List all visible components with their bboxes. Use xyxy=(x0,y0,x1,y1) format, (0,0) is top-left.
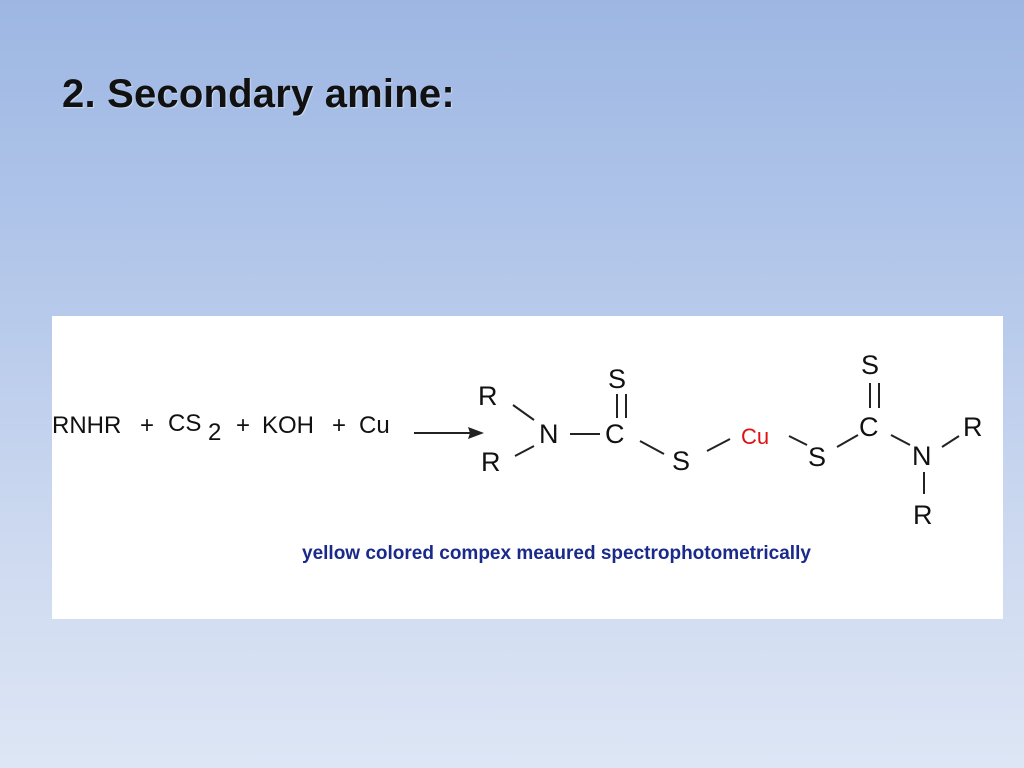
reaction-caption: yellow colored compex meaured spectropho… xyxy=(302,543,811,564)
product-right-thione-s: S xyxy=(861,350,879,380)
product-right-n: N xyxy=(912,441,932,471)
bond-s-cu-left xyxy=(706,438,731,452)
bond-r-bottom-n xyxy=(514,445,535,457)
product-right-c: C xyxy=(859,412,879,442)
product-right-bridge-s: S xyxy=(808,442,826,472)
bond-cu-s-right xyxy=(788,435,808,446)
plus-sign-2: + xyxy=(236,412,250,439)
reactant-cs-subscript: 2 xyxy=(208,419,221,446)
slide-title: 2. Secondary amine: xyxy=(62,72,455,116)
reactant-base: KOH xyxy=(262,412,314,439)
plus-sign-1: + xyxy=(140,412,154,439)
reaction-figure: RNHR + CS 2 + KOH + Cu R R N C S S Cu S … xyxy=(52,316,1003,619)
product-left-r-bottom: R xyxy=(481,447,501,477)
product-left-thione-s: S xyxy=(608,364,626,394)
product-metal-center: Cu xyxy=(741,424,769,449)
product-right-r-bottom: R xyxy=(913,500,933,530)
reactant-cs: CS xyxy=(168,410,201,437)
bond-s-c-right xyxy=(836,434,859,448)
product-left-r-top: R xyxy=(478,381,498,411)
reaction-diagram: RNHR + CS 2 + KOH + Cu R R N C S S Cu S … xyxy=(52,350,983,564)
reactant-metal: Cu xyxy=(359,412,390,439)
plus-sign-3: + xyxy=(332,412,346,439)
product-left-bridge-s: S xyxy=(672,446,690,476)
product-right-r-side: R xyxy=(963,412,983,442)
bond-c-n-right xyxy=(890,434,911,446)
bond-n-r-right-side xyxy=(941,435,960,448)
reaction-arrow xyxy=(414,427,484,439)
product-left-c: C xyxy=(605,419,625,449)
product-left-n: N xyxy=(539,419,559,449)
bond-r-top-n xyxy=(512,404,535,421)
bond-c-s-left xyxy=(639,440,665,455)
reactant-amine: RNHR xyxy=(52,412,121,439)
